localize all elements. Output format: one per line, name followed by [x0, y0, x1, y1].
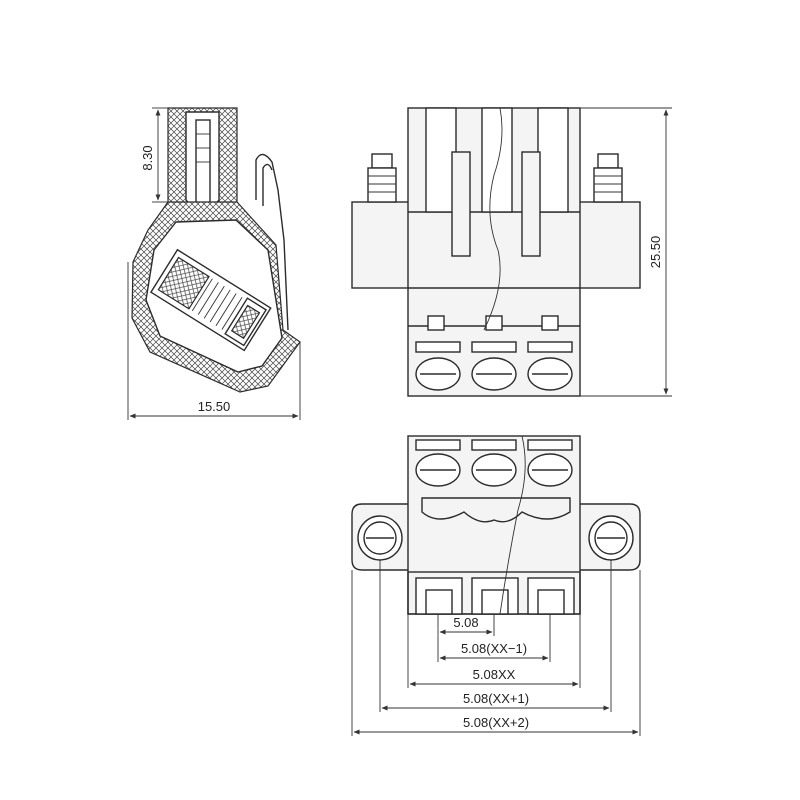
front-view-break-line	[483, 107, 503, 331]
dimension-side-height: 8.30	[140, 107, 168, 203]
bottom-view-cavity-1	[415, 577, 463, 615]
bottom-view	[351, 435, 641, 615]
bottom-view-cavity-3	[527, 577, 575, 615]
dimension-pitch-label: 5.08	[453, 615, 478, 630]
dimension-pitch-xx-minus-1-label: 5.08(XX−1)	[461, 641, 527, 656]
front-view-left-stud	[367, 153, 397, 203]
dimension-chain: 5.08 5.08(XX−1) 5.08XX 5.08(XX+1) 5.08(X…	[351, 560, 641, 736]
bottom-view-break-line	[499, 435, 526, 615]
dimension-pitch-xx-plus-2-label: 5.08(XX+2)	[463, 715, 529, 730]
dimension-front-height-label: 25.50	[648, 236, 663, 269]
front-view	[351, 107, 641, 397]
dimension-front-height: 25.50	[580, 107, 672, 397]
bottom-view-cavity-2	[471, 577, 519, 615]
side-view-release-lever	[255, 153, 289, 331]
front-view-wire-entry-2	[471, 341, 517, 353]
front-view-channel-3	[537, 107, 569, 213]
front-view-wire-entry-1	[415, 341, 461, 353]
dimension-side-height-label: 8.30	[140, 145, 155, 170]
side-view-bore-screw	[195, 119, 211, 207]
dimension-side-width-label: 15.50	[198, 399, 231, 414]
dimension-pitch-xx-plus-1-label: 5.08(XX+1)	[463, 691, 529, 706]
dimension-pitch-xx-label: 5.08XX	[473, 667, 516, 682]
front-view-channel-1	[425, 107, 457, 213]
dimension-side-width: 15.50	[127, 262, 301, 420]
side-view	[131, 107, 301, 393]
front-view-wire-entry-3	[527, 341, 573, 353]
front-view-channel-2	[481, 107, 513, 213]
side-view-clamp	[149, 248, 272, 352]
front-view-right-stud	[593, 153, 623, 203]
